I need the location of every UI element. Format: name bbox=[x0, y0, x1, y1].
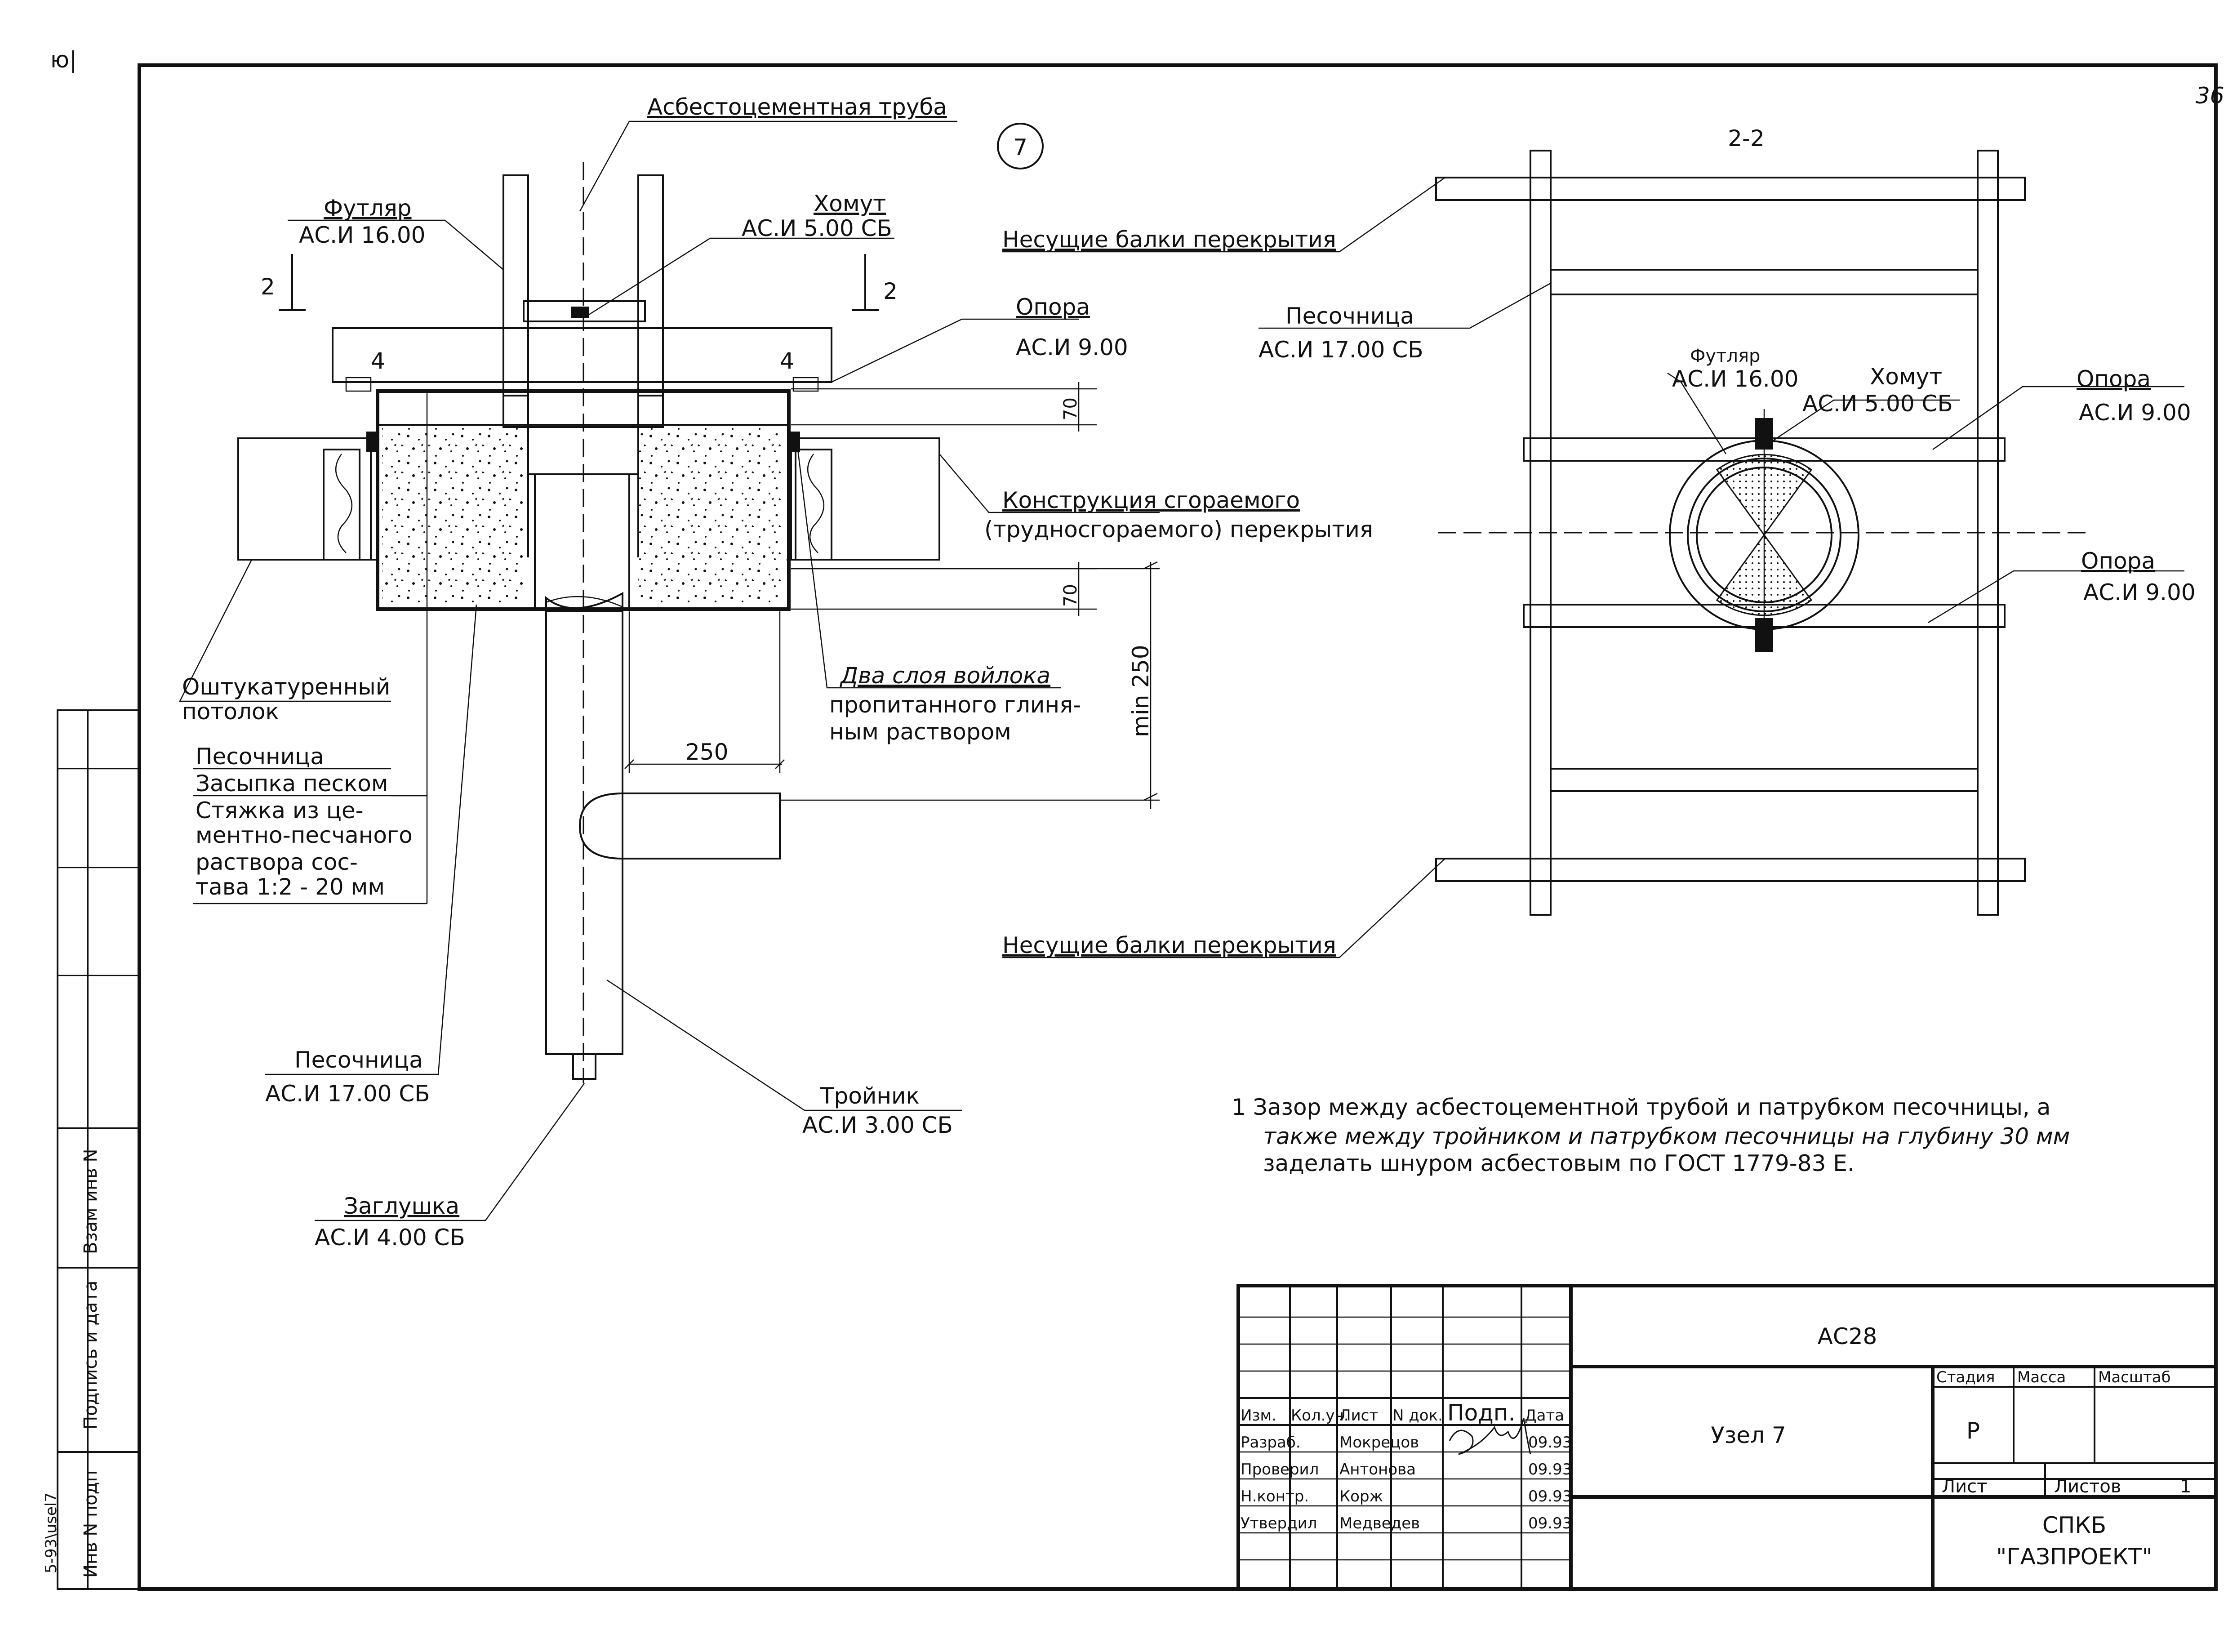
hdr-list: Лист bbox=[1339, 1407, 1378, 1425]
label-tee-name: Тройник bbox=[820, 1083, 920, 1109]
sheet-number: 36 bbox=[2196, 83, 2224, 109]
plan-sandbox-name: Песочница bbox=[1285, 303, 1414, 329]
legend-line-4: ментно-песчаного bbox=[196, 822, 413, 848]
strip-cell-3: Инв N подп bbox=[80, 1470, 101, 1578]
label-construction-2: (трудносгораемого) перекрытия bbox=[984, 517, 1373, 543]
row3-date: 09.93 bbox=[1528, 1487, 1572, 1505]
label-opora-name: Опора bbox=[1016, 294, 1090, 320]
dim-70-top: 70 bbox=[1060, 397, 1081, 420]
row1-name: Мокрецов bbox=[1339, 1434, 1419, 1452]
plan-khomut-code: АС.И 5.00 СБ bbox=[1802, 391, 1953, 417]
title-block bbox=[1236, 1284, 2218, 1591]
support-mark-right: 4 bbox=[780, 348, 794, 374]
cut-left-number: 2 bbox=[261, 274, 275, 300]
plan-opora-bottom-name: Опора bbox=[2081, 548, 2155, 574]
label-felt-1: Два слоя войлока bbox=[840, 663, 1050, 689]
label-ceiling-1: Оштукатуренный bbox=[182, 674, 390, 700]
note-line-1: 1 Зазор между асбестоцементной трубой и … bbox=[1232, 1094, 2050, 1120]
strip-cell-1: Взам инв N bbox=[80, 1149, 101, 1254]
label-beams-bottom: Несущие балки перекрытия bbox=[1002, 932, 1336, 958]
row2-role: Проверил bbox=[1241, 1461, 1319, 1478]
plan-opora-top-name: Опора bbox=[2077, 366, 2151, 392]
note-line-2: также между тройником и патрубком песочн… bbox=[1263, 1123, 2070, 1149]
row4-role: Утвердил bbox=[1241, 1514, 1317, 1532]
mass-label: Масса bbox=[2017, 1368, 2066, 1386]
plan-khomut-name: Хомут bbox=[1870, 364, 1942, 390]
label-sandbox-code: АС.И 17.00 СБ bbox=[265, 1081, 430, 1107]
dim-250: 250 bbox=[685, 739, 728, 765]
signature bbox=[1449, 1418, 1531, 1455]
view-title-2-2: 2-2 bbox=[1728, 125, 1765, 151]
label-khomut-name: Хомут bbox=[814, 191, 886, 217]
legend-line-5: раствора сос- bbox=[196, 849, 358, 875]
plan-opora-top-code: АС.И 9.00 bbox=[2079, 400, 2191, 426]
scale-label: Масштаб bbox=[2098, 1368, 2171, 1386]
dim-min-250: min 250 bbox=[1128, 645, 1154, 737]
hdr-ndok: N док. bbox=[1392, 1407, 1443, 1425]
label-futlyar-name: Футляр bbox=[324, 195, 412, 221]
label-khomut-code: АС.И 5.00 СБ bbox=[742, 215, 892, 241]
row1-date: 09.93 bbox=[1528, 1434, 1572, 1452]
row4-date: 09.93 bbox=[1528, 1514, 1572, 1532]
label-felt-3: ным раствором bbox=[829, 719, 1011, 745]
sandbox-legend bbox=[193, 768, 428, 904]
stage-value: Р bbox=[1966, 1418, 1980, 1444]
row2-date: 09.93 bbox=[1528, 1461, 1572, 1478]
sheets-label: Листов bbox=[2054, 1476, 2121, 1497]
hdr-kol: Кол.уч. bbox=[1291, 1407, 1349, 1425]
legend-line-6: тава 1:2 - 20 мм bbox=[196, 874, 385, 900]
margin-mark: ю| bbox=[50, 47, 77, 73]
left-strip bbox=[57, 709, 140, 1590]
support-mark-left: 4 bbox=[371, 348, 385, 374]
legend-line-1: Песочница bbox=[196, 744, 324, 770]
sheets-value: 1 bbox=[2180, 1476, 2191, 1497]
plan-futlyar-name: Футляр bbox=[1690, 346, 1760, 366]
row3-role: Н.контр. bbox=[1241, 1487, 1309, 1505]
cut-right-number: 2 bbox=[883, 278, 898, 304]
file-ref: 5-93\usel7 bbox=[42, 1492, 60, 1573]
section-mark bbox=[997, 123, 1044, 169]
strip-cell-2: Подпись и дата bbox=[80, 1281, 101, 1429]
legend-line-3: Стяжка из це- bbox=[196, 797, 364, 824]
label-futlyar-code: АС.И 16.00 bbox=[299, 222, 425, 248]
org-line-1: СПКБ bbox=[2042, 1512, 2106, 1538]
label-asbestos-pipe: Асбестоцементная труба bbox=[647, 94, 947, 120]
hdr-podp: Подп. bbox=[1447, 1400, 1515, 1426]
legend-line-2: Засыпка песком bbox=[196, 770, 388, 797]
row2-name: Антонова bbox=[1339, 1461, 1416, 1478]
plan-futlyar-code: АС.И 16.00 bbox=[1672, 366, 1798, 392]
label-tee-code: АС.И 3.00 СБ bbox=[802, 1112, 953, 1138]
drawing-title: Узел 7 bbox=[1711, 1422, 1786, 1448]
label-plug-name: Заглушка bbox=[344, 1193, 459, 1219]
left-section-view bbox=[178, 120, 1160, 1221]
label-ceiling-2: потолок bbox=[182, 699, 279, 725]
plan-view-2-2 bbox=[1002, 150, 2184, 958]
plan-sandbox-code: АС.И 17.00 СБ bbox=[1259, 337, 1423, 363]
label-felt-2: пропитанного глиня- bbox=[829, 692, 1081, 718]
dim-70-bottom: 70 bbox=[1060, 584, 1081, 607]
label-beams-top: Несущие балки перекрытия bbox=[1002, 227, 1336, 253]
section-mark-number: 7 bbox=[1013, 134, 1027, 160]
row1-role: Разраб. bbox=[1241, 1434, 1301, 1452]
plan-opora-bottom-code: АС.И 9.00 bbox=[2083, 579, 2196, 606]
label-plug-code: АС.И 4.00 СБ bbox=[315, 1225, 465, 1251]
stage-label: Стадия bbox=[1936, 1368, 1995, 1386]
doc-code: АС28 bbox=[1818, 1323, 1877, 1349]
label-construction-1: Конструкция сгораемого bbox=[1002, 487, 1300, 513]
row3-name: Корж bbox=[1339, 1487, 1383, 1505]
hdr-data: Дата bbox=[1525, 1407, 1564, 1425]
label-sandbox-name: Песочница bbox=[294, 1047, 423, 1073]
row4-name: Медведев bbox=[1339, 1514, 1420, 1532]
label-opora-code: АС.И 9.00 bbox=[1016, 334, 1128, 361]
hdr-izm: Изм. bbox=[1241, 1407, 1276, 1425]
sheet-label: Лист bbox=[1942, 1476, 1987, 1497]
note-line-3: заделать шнуром асбестовым по ГОСТ 1779-… bbox=[1263, 1150, 1855, 1176]
org-line-2: "ГАЗПРОЕКТ" bbox=[1996, 1544, 2153, 1570]
